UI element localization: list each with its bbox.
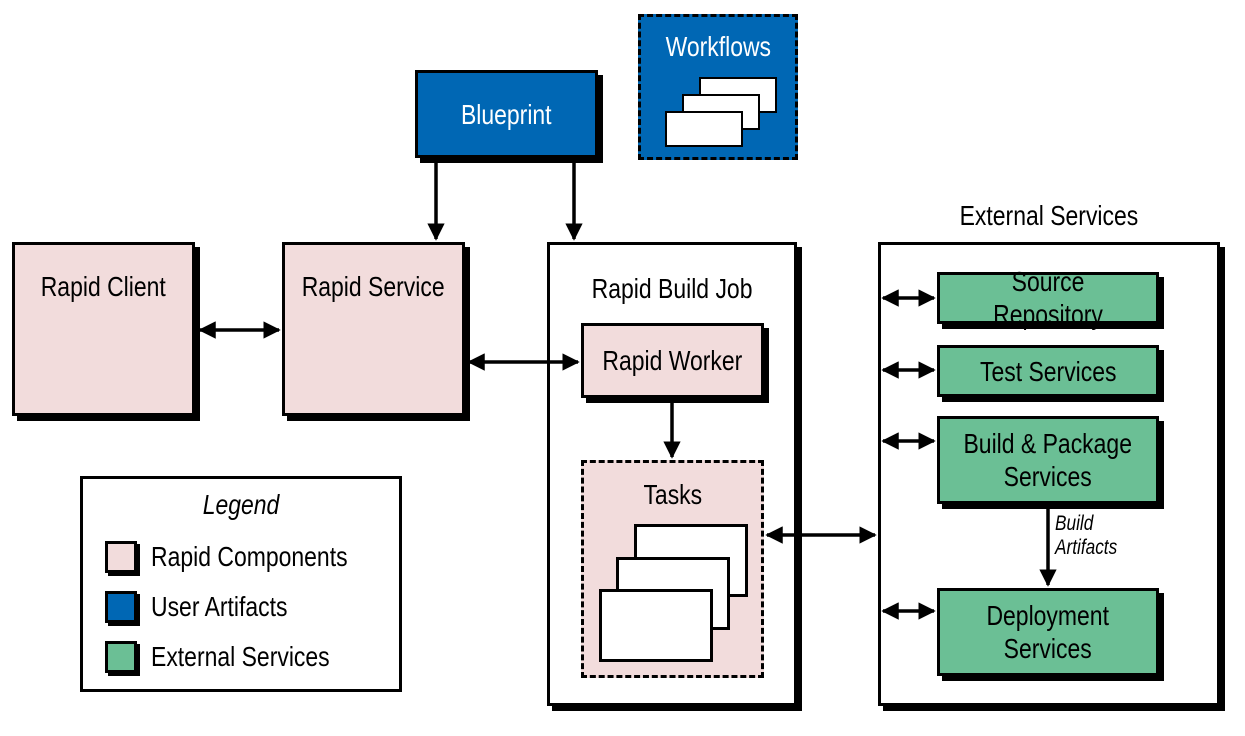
rapid-worker-label: Rapid Worker [602,345,743,376]
legend-item-user-artifacts: User Artifacts [105,591,317,623]
tasks-label: Tasks [643,479,702,510]
test-services-label: Test Services [979,355,1117,387]
legend-swatch-pink [105,541,137,573]
legend-swatch-blue [105,591,137,623]
source-repository-label: Source Repository [993,266,1103,330]
deployment-label-line2: Services [1003,633,1093,664]
tasks-node: Tasks [581,460,764,678]
build-package-label-line1: Build & Package [963,428,1133,459]
test-services-node: Test Services [937,345,1159,397]
source-repository-node: Source Repository [937,266,1159,330]
build-artifacts-line1: Build [1055,512,1094,535]
legend-label: Rapid Components [151,541,348,572]
build-package-services-node: Build & Package Services [937,416,1159,504]
build-package-label-line2: Services [1003,461,1093,492]
workflow-card [665,111,743,147]
workflows-node: Workflows [638,14,798,160]
workflows-label: Workflows [665,31,771,62]
rapid-client-node: Rapid Client [12,242,195,416]
build-artifacts-label: Build Artifacts [1055,512,1117,560]
build-artifacts-line2: Artifacts [1055,536,1118,559]
legend-swatch-green [105,641,137,673]
rapid-client-label: Rapid Client [40,271,167,302]
rapid-service-node: Rapid Service [282,242,465,416]
deployment-services-node: Deployment Services [937,588,1159,676]
legend-item-rapid-components: Rapid Components [105,541,391,573]
rapid-worker-node: Rapid Worker [581,323,764,398]
blueprint-label: Blueprint [461,98,552,130]
legend-item-external-services: External Services [105,641,369,673]
legend-label: User Artifacts [151,591,288,622]
legend: Legend Rapid Components User Artifacts E… [80,476,402,692]
deployment-label-line1: Deployment [986,600,1110,631]
external-services-title: External Services [959,200,1139,231]
blueprint-node: Blueprint [415,70,598,158]
rapid-build-job-label: Rapid Build Job [591,273,753,304]
task-card [599,589,713,662]
rapid-service-label: Rapid Service [302,271,445,302]
legend-label: External Services [151,641,330,672]
legend-title: Legend [202,489,280,520]
